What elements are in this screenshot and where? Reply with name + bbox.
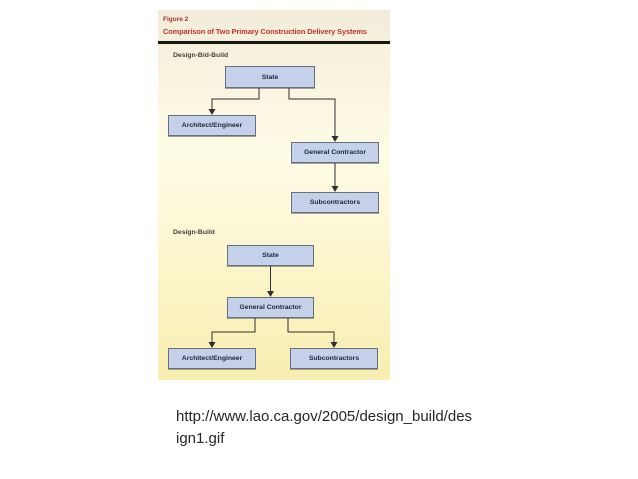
flow-node-db-architect-engineer: Architect/Engineer [168, 348, 256, 369]
caption-url: http://www.lao.ca.gov/2005/design_build/… [176, 406, 496, 450]
caption-url-line1: http://www.lao.ca.gov/2005/design_build/… [176, 408, 473, 425]
connector-db-general-contractor-to-architect-engineer [208, 318, 256, 348]
connector-db-general-contractor-to-subcontractors [287, 318, 338, 348]
flow-node-dbb-general-contractor: General Contractor [291, 142, 379, 163]
flow-node-dbb-subcontractors: Subcontractors [291, 192, 379, 213]
connector-dbb-state-to-architect-engineer [208, 88, 260, 115]
flow-node-db-state: State [227, 245, 314, 266]
section-heading-design-build: Design-Build [173, 229, 215, 236]
flow-node-db-subcontractors: Subcontractors [290, 348, 378, 369]
flow-node-dbb-state: State [225, 66, 315, 88]
connector-dbb-general-contractor-to-subcontractors [331, 163, 339, 192]
figure-image: Figure 2 Comparison of Two Primary Const… [158, 10, 390, 380]
section-heading-design-bid-build: Design-Bid-Build [173, 52, 229, 59]
figure-title-rule [158, 41, 390, 44]
flow-node-db-general-contractor: General Contractor [227, 297, 314, 318]
connector-dbb-state-to-general-contractor [288, 88, 339, 142]
figure-label: Figure 2 [163, 16, 189, 23]
connector-db-state-to-general-contractor [267, 266, 274, 297]
caption-url-line2: ign1.gif [176, 430, 225, 447]
flow-node-dbb-architect-engineer: Architect/Engineer [168, 115, 256, 136]
figure-title: Comparison of Two Primary Construction D… [163, 27, 367, 36]
